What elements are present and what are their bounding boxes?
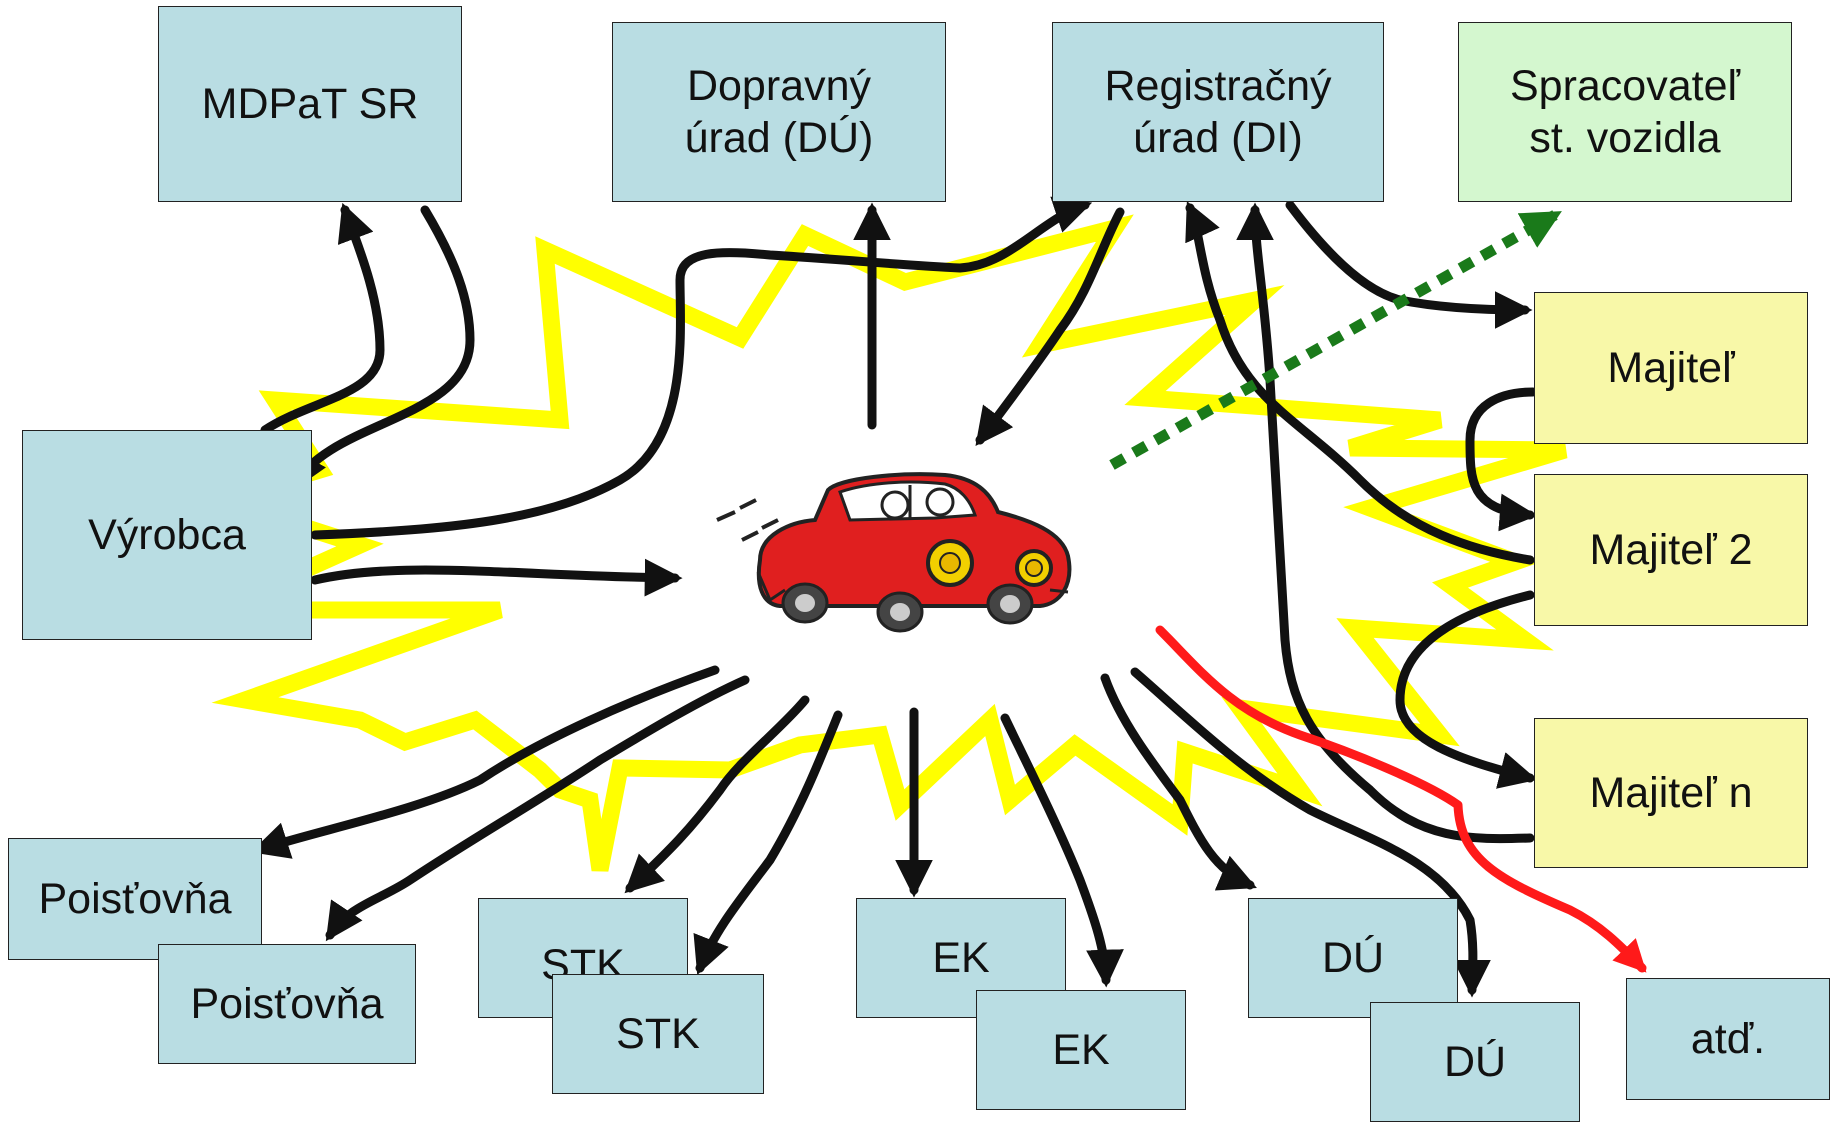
transport-office-box: Dopravný úrad (DÚ) [612, 22, 946, 202]
owner-1-label: Majiteľ [1607, 343, 1735, 392]
arrow-car-to-ek-2 [1000, 713, 1124, 988]
registration-office-box: Registračný úrad (DI) [1052, 22, 1384, 202]
ek-1-label: EK [932, 933, 990, 982]
registration-office-label: Registračný úrad (DI) [1104, 61, 1332, 162]
insurer-2-box: Poisťovňa [158, 944, 416, 1064]
red-arrow-to-etc [1155, 625, 1647, 973]
arrow-car-to-insurer-2 [325, 675, 750, 942]
owner-2-box: Majiteľ 2 [1534, 474, 1808, 626]
ministry-box: MDPaT SR [158, 6, 462, 202]
ek-2-box: EK [976, 990, 1186, 1110]
du-2-label: DÚ [1443, 1037, 1507, 1086]
arrow-manufacturer-to-ministry [260, 202, 385, 435]
arrow-ministry-to-manufacturer [290, 205, 475, 492]
yellow-burst-shape [191, 214, 1568, 872]
arrow-owner-n-to-registration [1236, 202, 1535, 844]
manufacturer-label: Výrobca [88, 510, 246, 559]
arrow-owner-2-to-registration [1185, 201, 1535, 565]
vehicle-processor-box: Spracovateľ st. vozidla [1458, 22, 1792, 202]
red-car-icon [716, 472, 1072, 633]
dotted-arrow-car-to-vehicle-processor [1109, 210, 1562, 470]
arrow-car-to-insurer-1 [250, 665, 720, 859]
arrow-owner-2-to-owner-n [1395, 590, 1538, 789]
stk-2-box: STK [552, 974, 764, 1094]
insurer-1-label: Poisťovňa [38, 874, 232, 923]
manufacturer-box: Výrobca [22, 430, 312, 640]
etc-box: atď. [1626, 978, 1830, 1100]
insurer-1-box: Poisťovňa [8, 838, 262, 960]
etc-label: atď. [1690, 1014, 1766, 1063]
arrow-manufacturer-to-car [310, 558, 683, 597]
transport-office-label: Dopravný úrad (DÚ) [684, 61, 874, 162]
owner-n-box: Majiteľ n [1534, 718, 1808, 868]
owner-n-label: Majiteľ n [1589, 768, 1753, 817]
du-1-box: DÚ [1248, 898, 1458, 1018]
vehicle-processor-label: Spracovateľ st. vozidla [1509, 61, 1741, 162]
du-2-box: DÚ [1370, 1002, 1580, 1122]
arrow-registration-to-car [975, 207, 1125, 447]
arrow-car-to-stk-2 [693, 710, 843, 976]
arrow-manufacturer-to-registration [310, 196, 1093, 540]
arrow-car-to-stk-1 [624, 695, 810, 894]
owner-2-label: Majiteľ 2 [1589, 525, 1753, 574]
ek-2-label: EK [1052, 1025, 1110, 1074]
ministry-label: MDPaT SR [201, 79, 419, 128]
arrow-car-to-du-1 [1100, 673, 1257, 891]
owner-1-box: Majiteľ [1534, 292, 1808, 444]
insurer-2-label: Poisťovňa [190, 979, 384, 1028]
arrow-owner-1-to-owner-2 [1465, 387, 1538, 532]
stk-2-label: STK [616, 1009, 700, 1058]
arrow-car-to-du-2 [1130, 667, 1491, 998]
du-1-label: DÚ [1321, 933, 1385, 982]
